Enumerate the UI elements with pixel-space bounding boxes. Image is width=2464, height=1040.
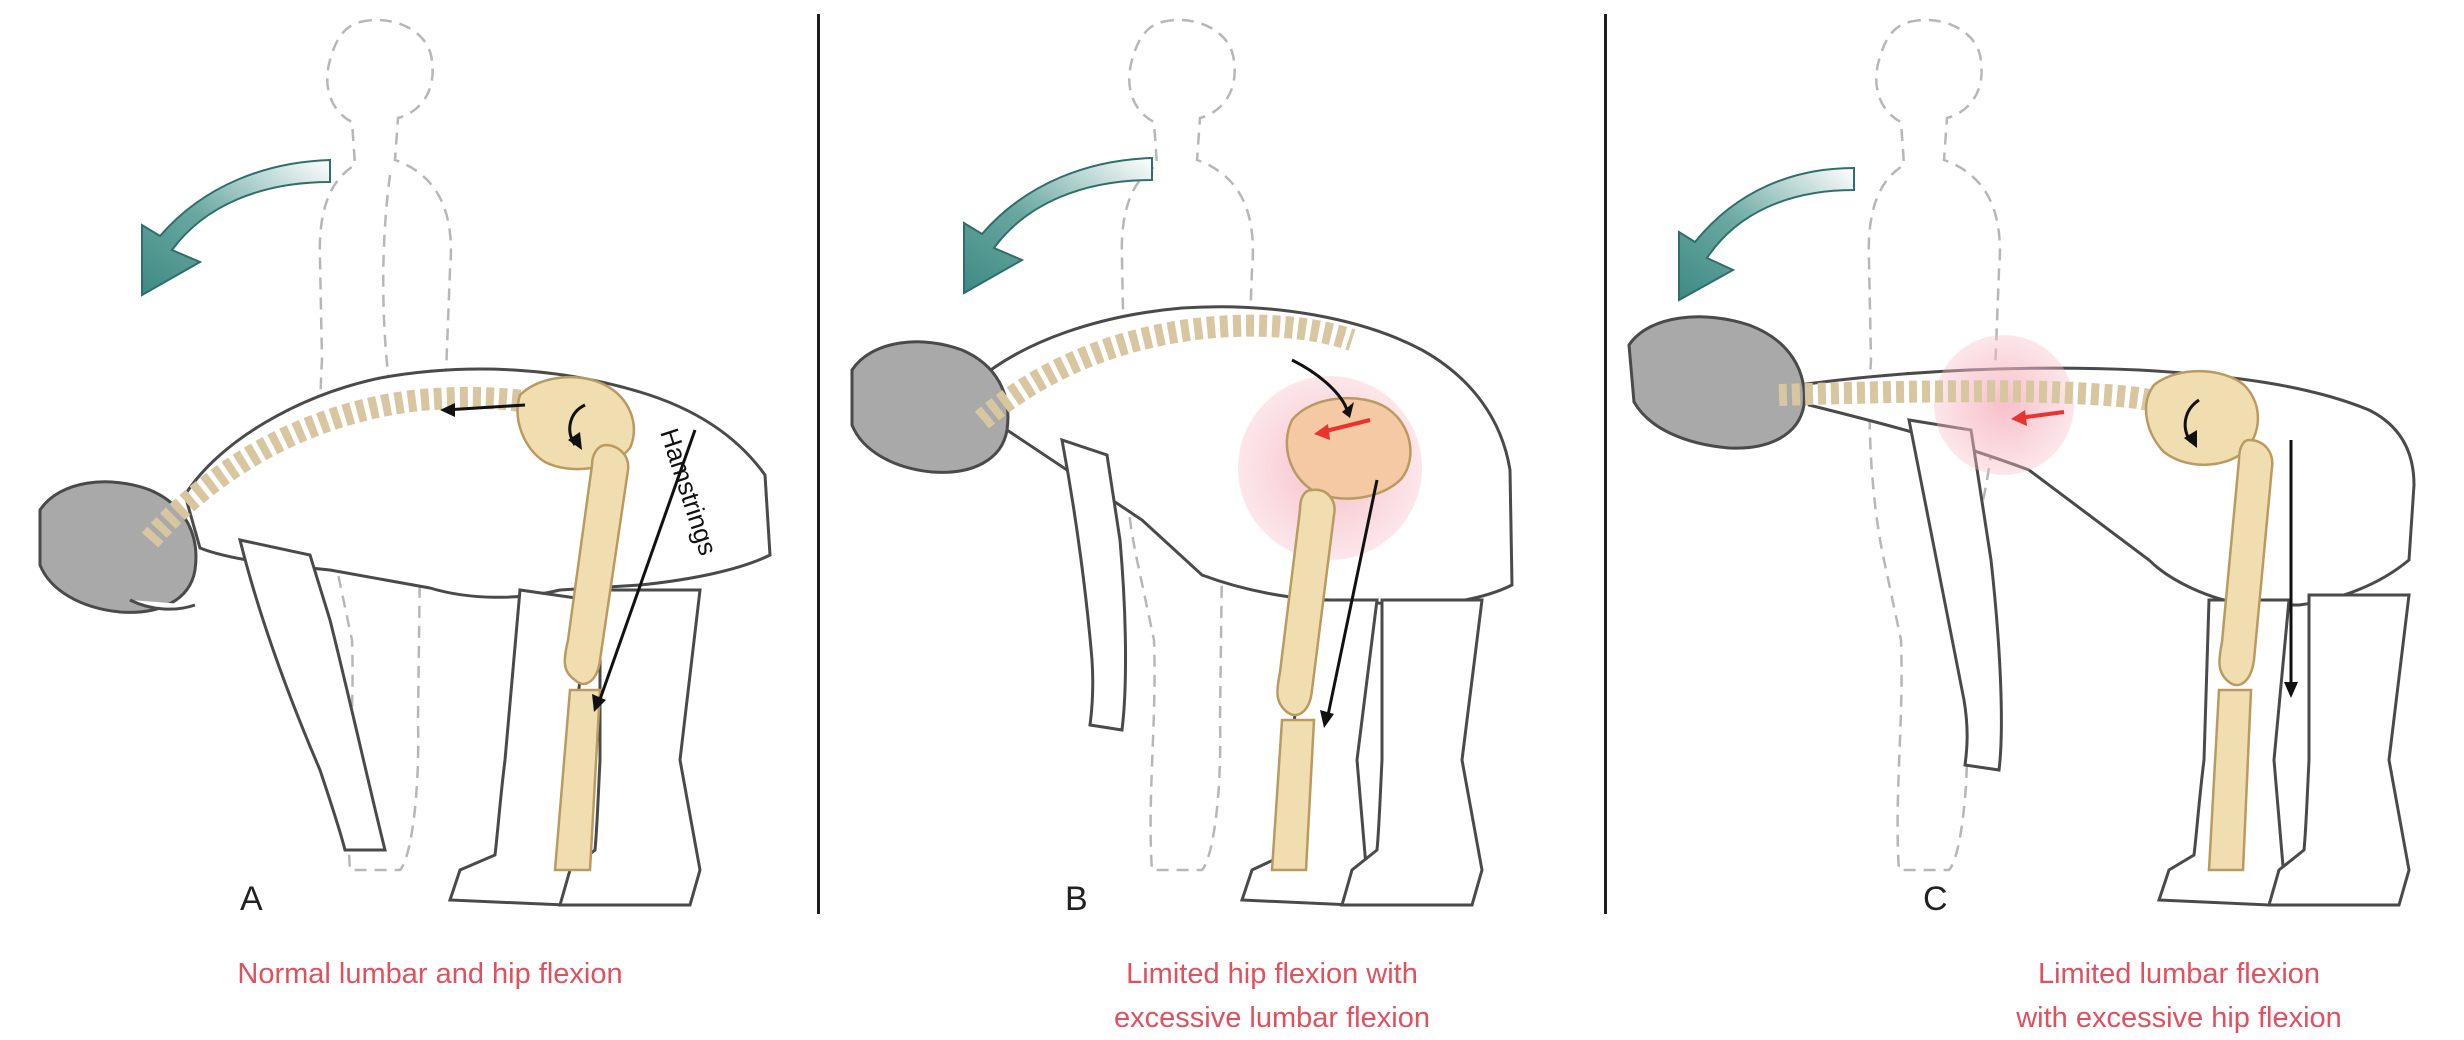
- panel-c-illustration: [1609, 0, 2464, 940]
- rotation-arrow: [1679, 168, 1854, 300]
- panel-a: Hamstrings A Normal lumbar and hip flexi…: [0, 0, 815, 1029]
- tibia: [1272, 720, 1314, 870]
- panel-a-illustration: Hamstrings: [0, 0, 815, 940]
- panel-divider-1: [817, 14, 820, 914]
- panel-b-caption: Limited hip flexion with excessive lumba…: [992, 952, 1552, 1040]
- spine: [1779, 391, 2149, 400]
- panel-b-illustration: [822, 0, 1602, 940]
- panel-a-caption: Normal lumbar and hip flexion: [130, 952, 730, 996]
- panel-divider-2: [1604, 14, 1607, 914]
- panel-b: B Limited hip flexion with excessive lum…: [822, 0, 1602, 1029]
- highlight-circle: [1934, 335, 2074, 475]
- panel-c-caption: Limited lumbar flexion with excessive hi…: [1909, 952, 2449, 1040]
- rotation-arrow: [142, 160, 330, 295]
- bent-figure: [852, 307, 1512, 905]
- panel-c: C Limited lumbar flexion with excessive …: [1609, 0, 2464, 1029]
- panel-b-letter: B: [1065, 880, 1089, 919]
- panel-c-letter: C: [1923, 880, 1949, 919]
- panel-a-letter: A: [240, 880, 264, 919]
